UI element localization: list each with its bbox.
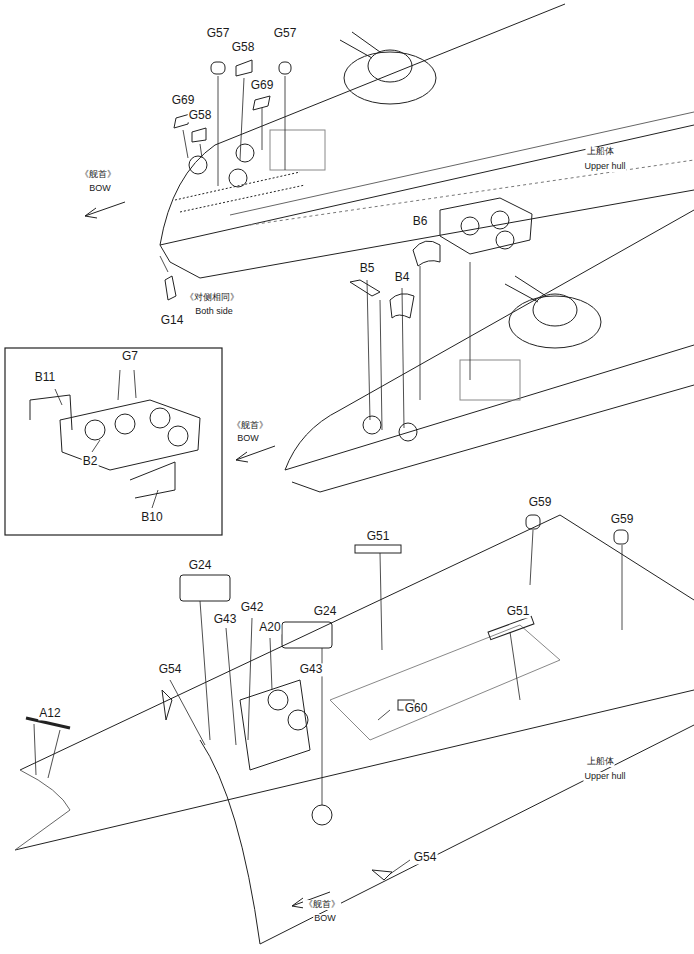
callout-label: 上船体: [586, 757, 615, 767]
callout-label: G24: [188, 559, 213, 572]
callout-label: BOW: [313, 914, 337, 924]
callout-label: G24: [313, 605, 338, 618]
callout-label: 上船体: [586, 147, 615, 157]
callout-label: G58: [231, 41, 256, 54]
callout-label: G54: [413, 851, 438, 864]
callout-label: G54: [158, 663, 183, 676]
callout-label: BOW: [88, 184, 112, 194]
callout-label: G14: [160, 314, 185, 327]
callout-label: G57: [206, 27, 231, 40]
callout-label: Both side: [194, 307, 234, 317]
callout-label: G7: [121, 350, 139, 363]
callout-label: Upper hull: [583, 772, 626, 782]
callout-label: 《对侧相同》: [184, 293, 240, 303]
callout-label: G69: [250, 79, 275, 92]
callout-label: A12: [38, 707, 61, 720]
callout-label: G60: [404, 702, 429, 715]
callout-label: BOW: [236, 434, 260, 444]
callout-label: B11: [34, 371, 56, 384]
callout-label: G59: [610, 513, 635, 526]
callout-label: 《舰首》: [231, 421, 269, 431]
callout-label: G51: [506, 605, 531, 618]
callout-label: A20: [258, 621, 281, 634]
callout-label: G43: [213, 613, 238, 626]
callout-label: Upper hull: [583, 162, 626, 172]
callout-label: 《舰首》: [303, 900, 341, 910]
callout-label: B5: [359, 262, 376, 275]
callout-label: G58: [188, 109, 213, 122]
callout-label: B2: [82, 455, 99, 468]
callout-label: G51: [366, 530, 391, 543]
callout-label: G59: [528, 496, 553, 509]
callout-label: B10: [140, 511, 163, 524]
callout-label: G57: [273, 27, 298, 40]
callout-label: G42: [240, 601, 265, 614]
callout-label: G43: [299, 663, 324, 676]
callout-label: B6: [412, 215, 429, 228]
callout-label: G69: [171, 94, 196, 107]
callout-label: 《舰首》: [79, 170, 117, 180]
callout-label: B4: [394, 271, 411, 284]
